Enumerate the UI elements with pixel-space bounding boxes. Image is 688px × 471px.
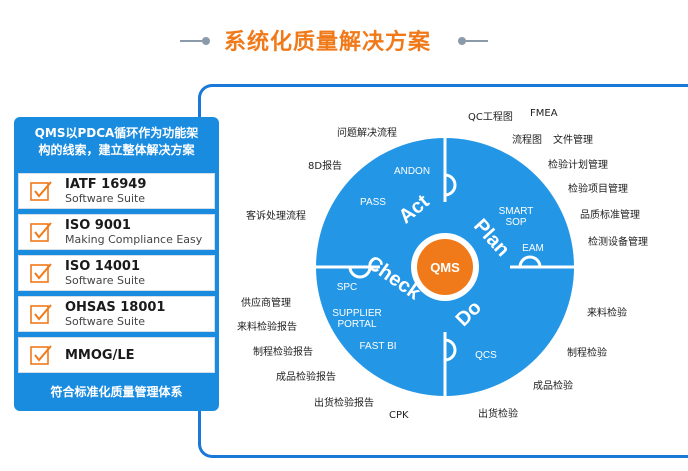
standard-card-iso14001: ISO 14001 Software Suite	[18, 255, 215, 291]
title-bar: 系统化质量解决方案	[0, 18, 688, 58]
checkbox-icon	[30, 304, 52, 324]
standards-panel: QMS以PDCA循环作为功能架 构的线索，建立整体解决方案 IATF 16949…	[14, 117, 219, 411]
title-right-dot	[458, 37, 466, 45]
checkbox-icon	[30, 263, 52, 283]
title-right-line	[466, 40, 488, 42]
puzzle-seams	[316, 138, 574, 396]
label-cpk: CPK	[389, 410, 409, 421]
standard-name: ISO 9001	[65, 218, 131, 233]
label-qc-chart: QC工程图	[468, 112, 513, 123]
label-doc-mgmt: 文件管理	[553, 135, 593, 146]
panel-header-line2: 构的线索，建立整体解决方案	[38, 143, 195, 157]
label-process-report: 制程检验报告	[253, 347, 313, 358]
label-final-insp: 成品检验	[533, 381, 573, 392]
seam-lines	[316, 138, 574, 396]
standard-sub: Software Suite	[65, 192, 146, 205]
label-complaint: 客诉处理流程	[246, 211, 306, 222]
label-insp-plan: 检验计划管理	[548, 160, 608, 171]
standard-card-iatf: IATF 16949 Software Suite	[18, 173, 215, 209]
standard-name: OHSAS 18001	[65, 300, 166, 315]
seam-tab-right	[518, 255, 542, 268]
label-ship-report: 出货检验报告	[314, 398, 374, 409]
label-8d-report: 8D报告	[308, 161, 343, 172]
label-eam: EAM	[522, 243, 544, 254]
seam-tab-bottom	[444, 338, 457, 362]
label-supplier: SUPPLIER	[332, 308, 381, 319]
label-supplier-mgmt: 供应商管理	[241, 298, 291, 309]
seam-tab-top	[444, 173, 457, 197]
label-equip-mgmt: 检测设备管理	[588, 237, 648, 248]
standard-sub: Software Suite	[65, 274, 146, 287]
label-pass: PASS	[360, 197, 386, 208]
title-left-dot	[202, 37, 210, 45]
standard-card-ohsas: OHSAS 18001 Software Suite	[18, 296, 215, 332]
panel-footer: 符合标准化质量管理体系	[50, 385, 183, 399]
standard-card-mmog: MMOG/LE	[18, 337, 215, 373]
label-fast-bi: FAST BI	[359, 341, 396, 352]
center-circle	[417, 239, 473, 295]
checkbox-icon	[30, 345, 52, 365]
label-problem-flow: 问题解决流程	[337, 128, 397, 139]
label-ship-insp: 出货检验	[478, 409, 518, 420]
label-flowchart: 流程图	[512, 135, 542, 146]
standard-name: MMOG/LE	[65, 348, 135, 363]
title-left-line	[180, 40, 202, 42]
label-process-insp: 制程检验	[567, 348, 607, 359]
label-fmea: FMEA	[530, 108, 558, 119]
panel-header: QMS以PDCA循环作为功能架 构的线索，建立整体解决方案	[14, 125, 219, 159]
label-insp-item: 检验项目管理	[568, 184, 628, 195]
label-quality-std: 品质标准管理	[580, 210, 640, 221]
standard-sub: Software Suite	[65, 315, 146, 328]
label-final-report: 成品检验报告	[276, 372, 336, 383]
page-title: 系统化质量解决方案	[224, 30, 432, 55]
label-qcs: QCS	[475, 350, 497, 361]
center-label: QMS	[430, 260, 460, 275]
standard-name: IATF 16949	[65, 177, 147, 192]
label-portal: PORTAL	[337, 319, 377, 330]
label-sop: SOP	[505, 217, 526, 228]
label-andon: ANDON	[394, 166, 430, 177]
label-spc: SPC	[337, 282, 358, 293]
standard-sub: Making Compliance Easy	[65, 233, 203, 246]
standard-card-iso9001: ISO 9001 Making Compliance Easy	[18, 214, 215, 250]
label-incoming-insp: 来料检验	[587, 308, 627, 319]
checkbox-icon	[30, 181, 52, 201]
checkbox-icon	[30, 222, 52, 242]
seam-tab-left	[348, 266, 372, 279]
panel-header-line1: QMS以PDCA循环作为功能架	[34, 126, 199, 140]
label-smart: SMART	[499, 206, 534, 217]
label-incoming-report: 来料检验报告	[237, 322, 297, 333]
standard-name: ISO 14001	[65, 259, 141, 274]
